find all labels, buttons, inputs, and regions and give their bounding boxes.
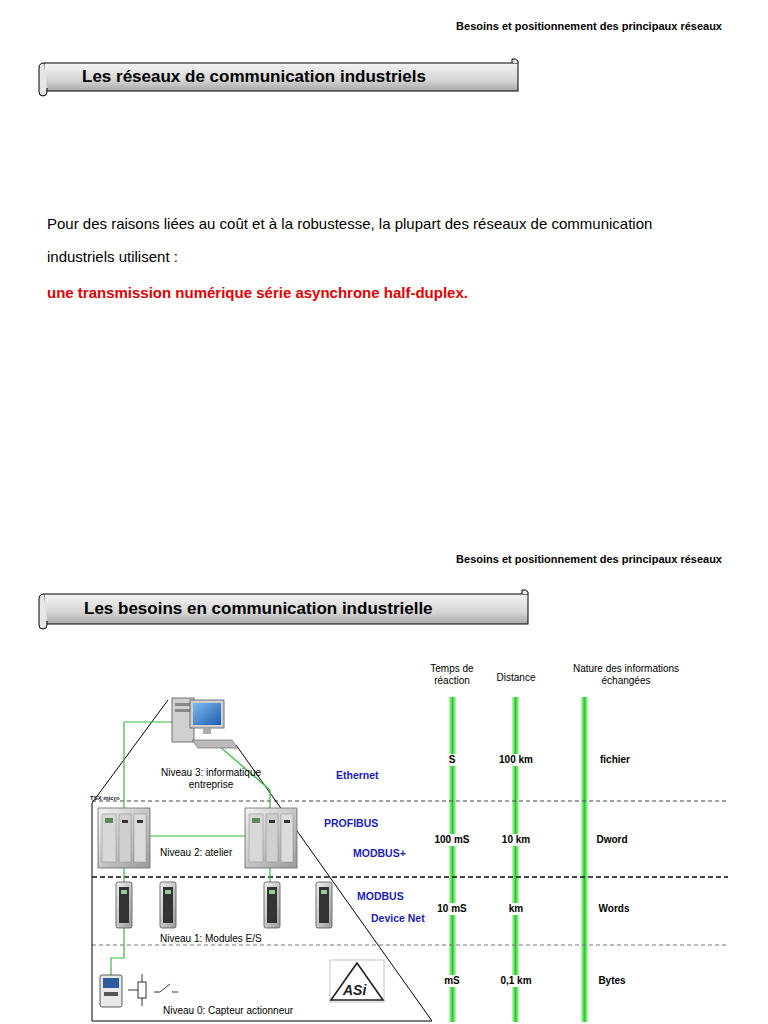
level-label: Niveau 0: Capteur actionneur	[163, 1005, 293, 1017]
banner-title: Les réseaux de communication industriels	[82, 67, 426, 87]
network-name: PROFIBUS	[323, 817, 379, 830]
title-banner: Les réseaux de communication industriels	[38, 58, 522, 96]
distance-value: 100 km	[497, 754, 535, 766]
distance-value: 10 km	[500, 834, 532, 846]
network-name: Ethernet	[335, 769, 380, 782]
title-banner: Les besoins en communication industriell…	[38, 589, 532, 629]
data-type: Bytes	[596, 975, 627, 987]
page-header: Besoins et positionnement des principaux…	[456, 553, 722, 566]
reaction-time: S	[447, 754, 458, 766]
data-type: Dword	[594, 834, 629, 846]
highlight-text: une transmission numérique série asynchr…	[47, 284, 468, 302]
page-header: Besoins et positionnement des principaux…	[456, 20, 722, 33]
column-header: Temps de réaction	[421, 663, 483, 687]
level-label: Niveau 1: Modules E/S	[160, 933, 262, 945]
device-label: TSX micro	[90, 795, 120, 802]
intro-paragraph: Pour des raisons liées au coût et à la r…	[47, 207, 657, 273]
distance-value: km	[507, 903, 525, 915]
distance-value: 0,1 km	[498, 975, 533, 987]
network-name: Device Net	[370, 912, 426, 925]
data-type: fichier	[598, 754, 632, 766]
reaction-time: 100 mS	[432, 834, 471, 846]
column-header: Nature des informations échangées	[570, 663, 682, 687]
logo-text: ASi	[343, 982, 366, 999]
network-name: MODBUS+	[352, 847, 407, 860]
data-type: Words	[597, 903, 632, 915]
banner-title: Les besoins en communication industriell…	[84, 599, 433, 619]
reaction-time: mS	[442, 975, 462, 987]
level-label: Niveau 3: informatique entreprise	[150, 767, 272, 791]
level-label: Niveau 2: atelier	[160, 847, 232, 859]
reaction-time: 10 mS	[435, 903, 468, 915]
network-name: MODBUS	[356, 890, 405, 903]
column-header: Distance	[497, 672, 536, 684]
